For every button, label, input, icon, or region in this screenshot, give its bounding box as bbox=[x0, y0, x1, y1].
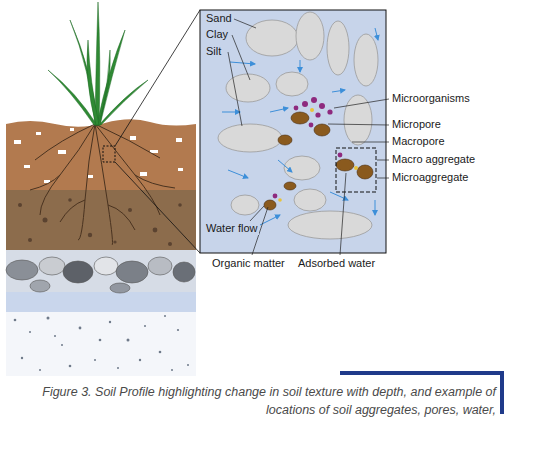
clay-label: Clay bbox=[205, 28, 229, 41]
sand-label: Sand bbox=[205, 12, 233, 25]
water-flow-label: Water flow bbox=[205, 222, 259, 235]
microorganisms-label: Microorganisms bbox=[392, 92, 470, 105]
microaggregate-label: Microaggregate bbox=[392, 171, 468, 184]
figure-caption: Figure 3. Soil Profile highlighting chan… bbox=[30, 383, 496, 419]
adsorbed-water-label: Adsorbed water bbox=[298, 257, 375, 270]
macro-aggregate-label: Macro aggregate bbox=[392, 153, 475, 166]
macropore-label: Macropore bbox=[392, 135, 445, 148]
organic-matter-label: Organic matter bbox=[212, 257, 285, 270]
micropore-label: Micropore bbox=[392, 118, 441, 131]
silt-label: Silt bbox=[205, 45, 222, 58]
